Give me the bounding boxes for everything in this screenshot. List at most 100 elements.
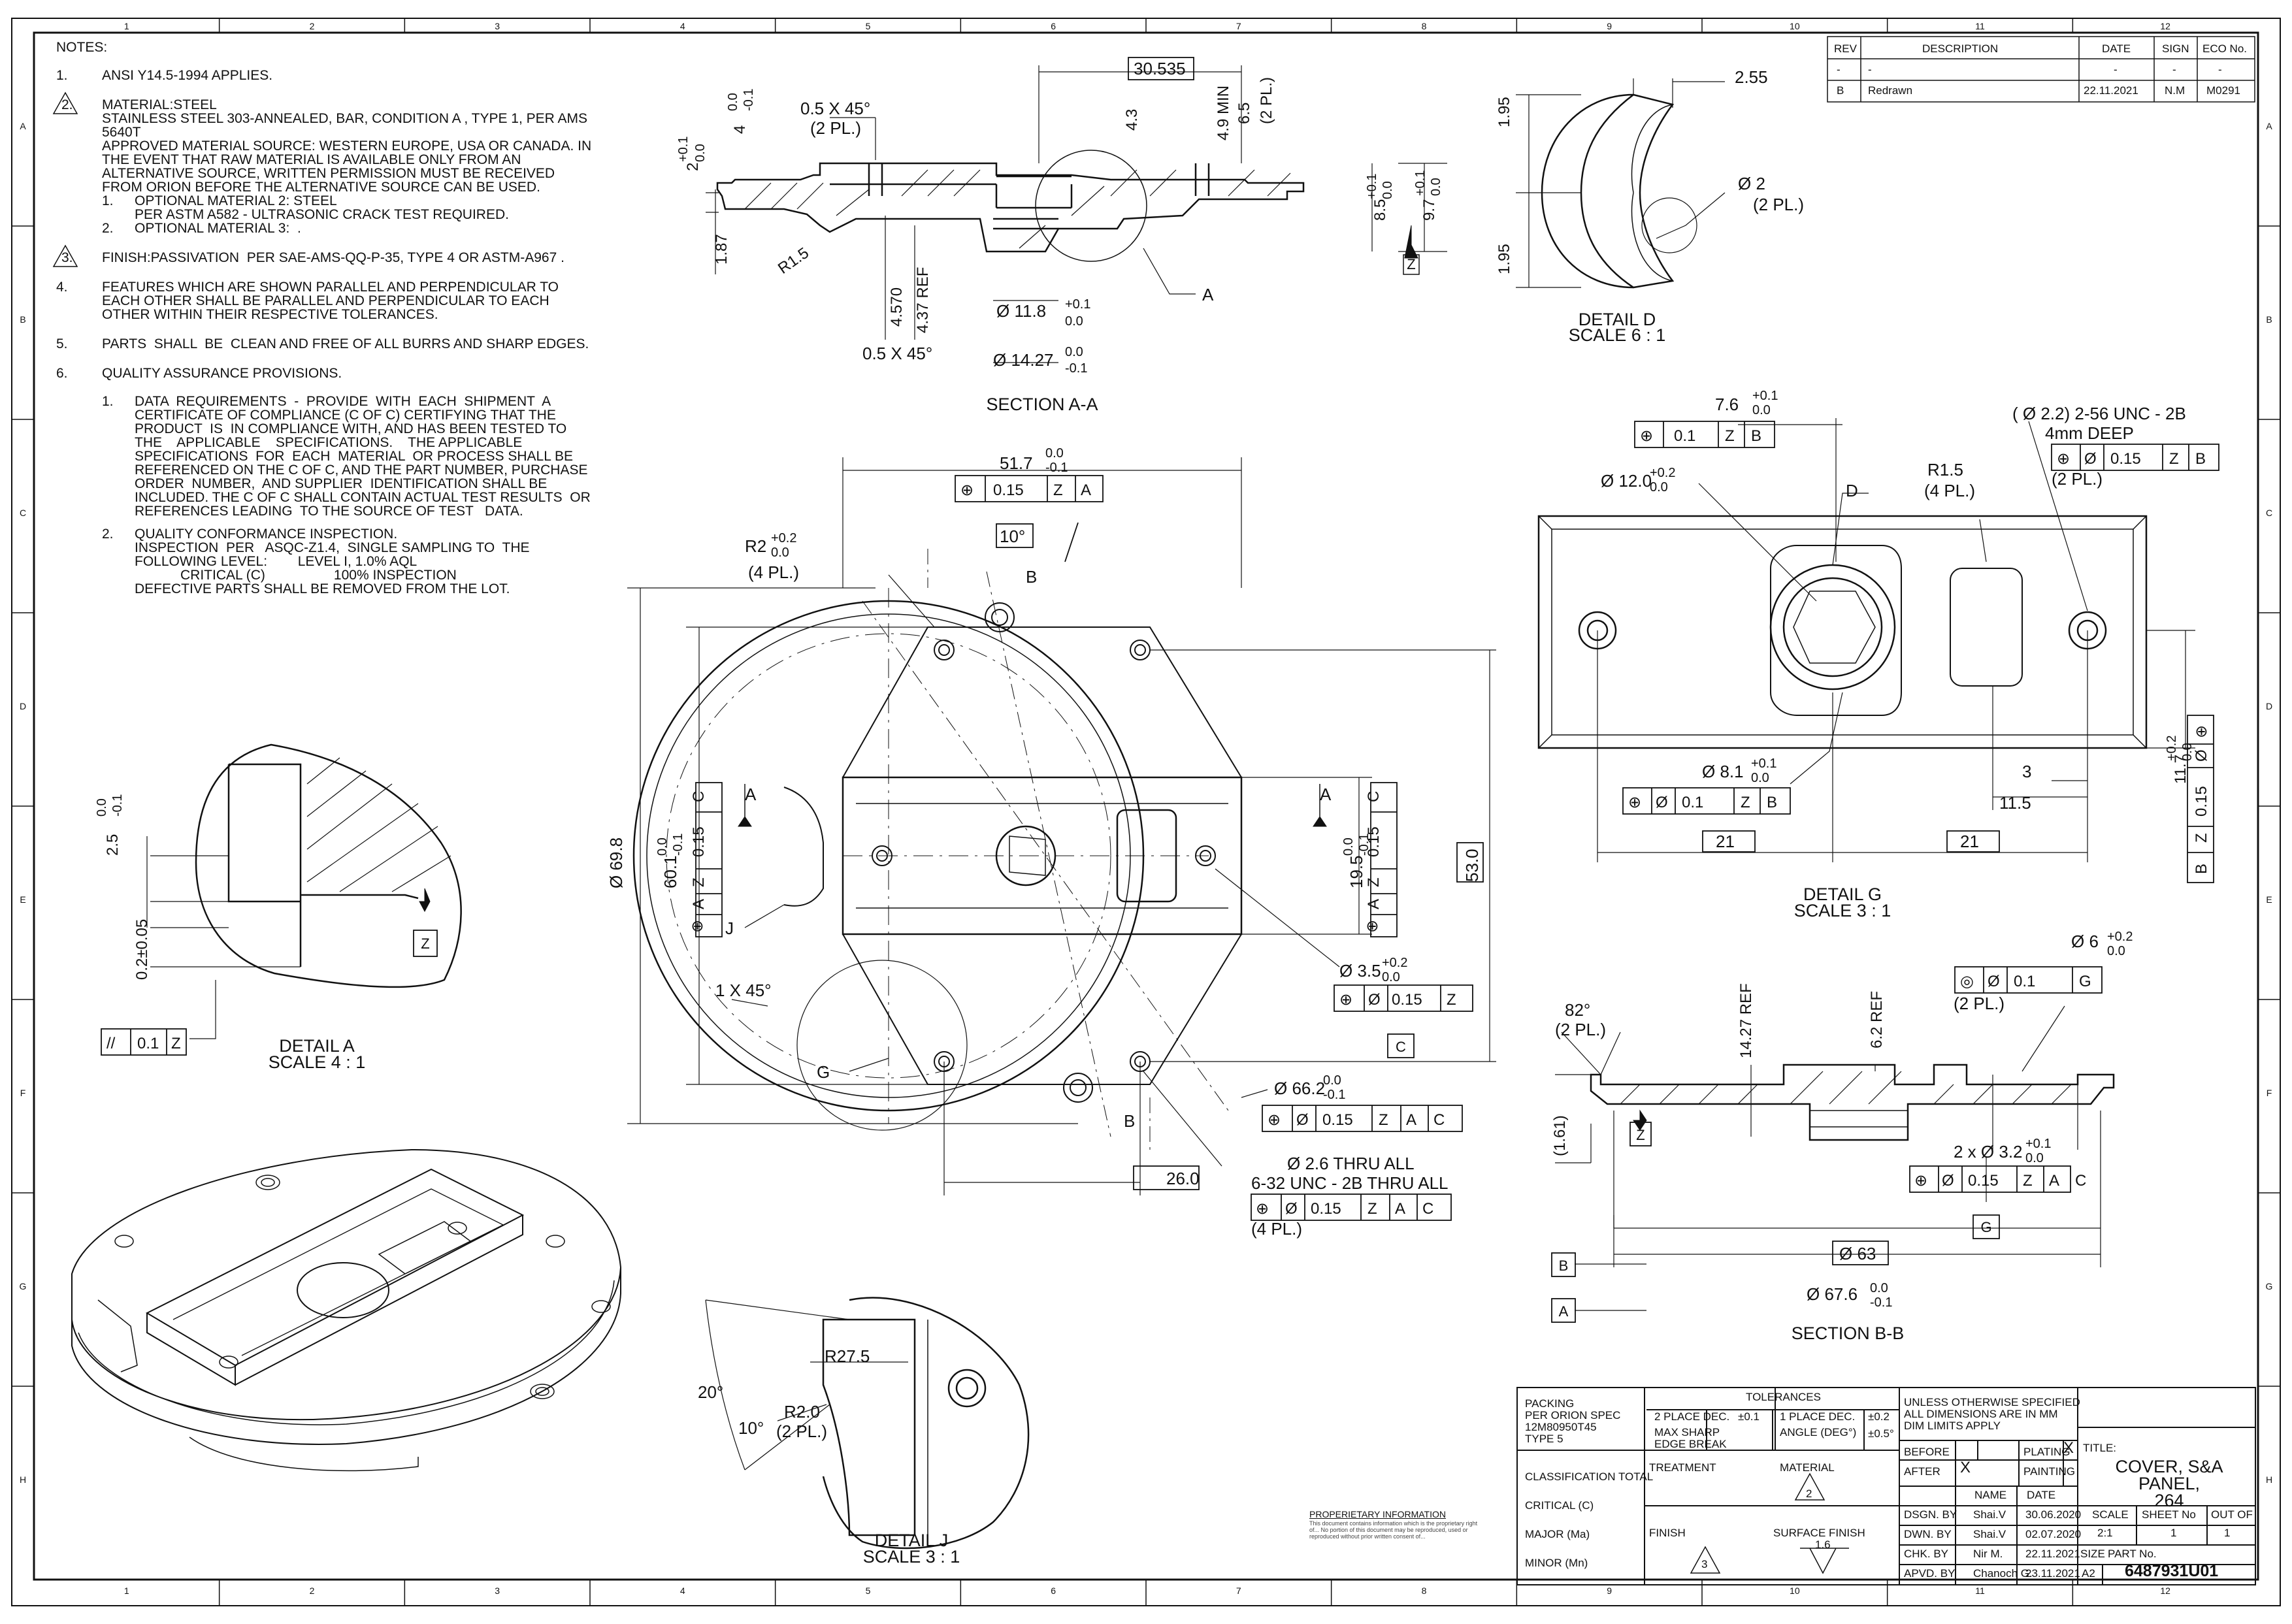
fcf-main-1-0: ⊕: [689, 920, 706, 933]
dim-21-box-2: [1946, 830, 2000, 853]
note-sub-num: 2.: [102, 221, 114, 236]
tol-aa-7: +0.1: [1365, 174, 1379, 199]
detail-g-callout: [796, 960, 968, 1131]
note-sub-num: 2.: [102, 527, 114, 542]
dim-d-1: 1.95: [1496, 97, 1513, 127]
section-b-ends: [927, 549, 1151, 1150]
label-detail-j-scale: SCALE 3 : 1: [863, 1547, 960, 1567]
detail-j-circle: [822, 1297, 1030, 1550]
datum-z-box-bb: [1629, 1122, 1652, 1146]
fcf-main-5-1: Ø: [1285, 1200, 1298, 1218]
tb-painting: PAINTING: [2023, 1465, 2076, 1478]
dim-diameters: [993, 300, 1058, 363]
datum-leaders: [1575, 1263, 1646, 1311]
note-sub-6-1: 1.DATA REQUIREMENTS - PROVIDE WITH EACH …: [102, 395, 592, 518]
leader-26: [1143, 1071, 1222, 1167]
dim-21: [1597, 630, 2088, 862]
detail-d-circle: [1641, 197, 1697, 253]
fcf-bb-0-1: Ø: [1988, 973, 2000, 990]
note-sub-text: DATA REQUIREMENTS - PROVIDE WITH EACH SH…: [135, 394, 598, 519]
dim-bb-6: 0.0: [2107, 944, 2125, 958]
leader-81: [1790, 692, 1843, 785]
zone-col-top-5: 5: [866, 21, 871, 31]
flag-triangle-icon: [52, 91, 78, 114]
fcf-main-0-3: A: [1081, 481, 1091, 499]
detail-g-pocket: [1950, 568, 2023, 687]
material-flag-tri: [1794, 1472, 1825, 1501]
iso-top-face: [71, 1148, 622, 1421]
tb-outof: 1: [2224, 1527, 2231, 1539]
zone-row-left-C: C: [20, 508, 26, 518]
fcf-main-5-4: A: [1395, 1200, 1405, 1218]
zone-row-right-G: G: [2266, 1281, 2273, 1291]
dim-bb-19: A: [1559, 1303, 1569, 1320]
tol-aa-1: +0.1: [676, 137, 691, 162]
detail-j-hole-inner: [955, 1376, 979, 1400]
fcf-bb-0-2: 0.1: [2014, 973, 2035, 990]
dim-main-17: -0.1: [1357, 834, 1371, 856]
dim-g-21: 0.0: [2180, 743, 2195, 761]
datum-c-box: [1387, 1033, 1415, 1058]
zone-row-right-A: A: [2266, 121, 2272, 131]
zone-col-bottom-7: 7: [1236, 1585, 1241, 1596]
tol-aa-16: 0.0: [1065, 345, 1083, 359]
dim-main-22: B: [1124, 1111, 1135, 1131]
note-2: 2.MATERIAL:STEEL STAINLESS STEEL 303-ANN…: [52, 91, 592, 236]
leader-g: [849, 1058, 889, 1072]
zone-col-bottom-1: 1: [124, 1585, 129, 1596]
dim-63-box: [1832, 1241, 1889, 1265]
dim-bb-9: Z: [1636, 1127, 1645, 1143]
tb-after: AFTER: [1904, 1465, 1940, 1478]
tb-max-sharp: MAX SHARP EDGE BREAK: [1654, 1426, 1727, 1450]
note-num: 4.: [56, 280, 68, 295]
tb-material-flag: 2: [1806, 1487, 1812, 1500]
dim-20-lines: [705, 1299, 850, 1470]
tb-title-label: TITLE:: [2083, 1442, 2117, 1454]
tb-one-place: 1 PLACE DEC.: [1780, 1410, 1856, 1423]
section-b-line: [986, 571, 1111, 1137]
fcf-main-1-1: 0.15: [690, 826, 708, 857]
note-sub-num: 1.: [102, 193, 114, 208]
tb-person-name: Shai.V: [1973, 1528, 2006, 1540]
tb-surface-val: 1.6: [1815, 1538, 1831, 1551]
dim-main-19: 1 X 45°: [715, 981, 772, 1000]
leader-1x45: [731, 999, 768, 1007]
tol-aa-4: 0.0: [726, 93, 740, 111]
section-a-arrowheads: [738, 816, 1327, 827]
rev-hdr-description: DESCRIPTION: [1922, 42, 1999, 55]
dim-g-12: Ø 8.1: [1702, 762, 1744, 781]
tb-two-place: 2 PLACE DEC.: [1654, 1410, 1730, 1423]
dim-255: [1633, 78, 1725, 108]
dim-82: [1561, 1031, 1621, 1075]
zone-row-left-E: E: [20, 894, 25, 905]
dim-bb-2: 14.27 REF: [1737, 983, 1755, 1058]
note-sub-2-1: 1.OPTIONAL MATERIAL 2: STEEL PER ASTM A5…: [102, 194, 592, 221]
fcf-g-2-3: Z: [1741, 794, 1750, 811]
fcf-g-2-2: 0.1: [1682, 794, 1703, 811]
fcf-g-3-3: Z: [2193, 833, 2210, 843]
dim-d-0: 2.55: [1735, 67, 1768, 87]
note-num: 5.: [56, 336, 68, 351]
dim-76: [1738, 418, 1842, 562]
tb-part-hdr: PART No.: [2108, 1548, 2157, 1560]
title-block: PACKING PER ORION SPEC 12M80950T45 TYPE …: [1517, 1388, 2255, 1585]
leader-chamfer-top: [830, 117, 876, 160]
title-block-lines: [1516, 1387, 2256, 1585]
label-detail-g: DETAIL G: [1803, 885, 1882, 904]
label-detail-d-scale: SCALE 6 : 1: [1569, 325, 1666, 345]
zone-col-bottom-5: 5: [866, 1585, 871, 1596]
dim-main-2: -0.1: [1045, 461, 1068, 475]
leader-10deg: [1064, 522, 1079, 562]
detail-j-hole-outer: [947, 1369, 987, 1408]
dim-195: [1241, 777, 1372, 935]
zone-col-bottom-4: 4: [680, 1585, 685, 1596]
dim-d-4: (2 PL.): [1753, 195, 1804, 214]
dim-g-9: ( Ø 2.2) 2-56 UNC - 2B: [2012, 404, 2186, 423]
label-detail-g-scale: SCALE 3 : 1: [1794, 901, 1891, 920]
section-a-arrows: [744, 784, 1320, 817]
tb-classification: CLASSIFICATION TOTAL: [1525, 1470, 1654, 1483]
dim-g-7: R1.5: [1927, 460, 1963, 479]
fcf-g-1-1: Ø: [2084, 450, 2097, 468]
dim-main-13: 0.0: [655, 837, 670, 856]
